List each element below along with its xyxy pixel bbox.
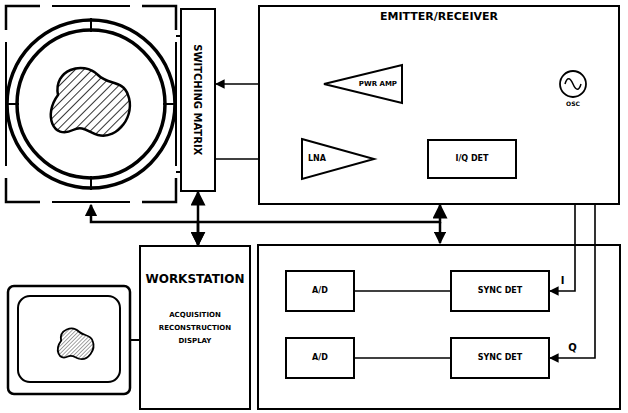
oscillator-symbol: OSC	[558, 69, 588, 111]
box-title: WORKSTATION	[145, 273, 244, 287]
detector-box: SYNC DET	[450, 270, 550, 312]
node-label: SYNC DET	[478, 286, 522, 295]
bus-branch	[439, 222, 442, 243]
node-label: A/D	[312, 353, 328, 362]
amplifier-triangle: PWR AMP	[324, 65, 402, 103]
signal-line	[355, 357, 450, 359]
signal-line	[355, 290, 450, 292]
box-title: SWITCHING MATRIX	[192, 44, 204, 155]
node-label: A/D	[312, 286, 328, 295]
control-bus	[198, 205, 440, 245]
workstation-box: WORKSTATION ACQUISITION RECONSTRUCTION DI…	[139, 245, 250, 410]
switch-box: SWITCHING MATRIX	[180, 8, 216, 192]
amplifier-triangle: LNA	[302, 139, 374, 179]
box-title: EMITTER/RECEIVER	[260, 11, 618, 24]
detector-box: I/Q DET	[427, 139, 517, 179]
node-label: LNA	[308, 154, 326, 163]
node-label: SYNC DET	[478, 353, 522, 362]
emitter-receiver-frame: EMITTER/RECEIVER PWR AMP OSC LNA I/Q DET	[258, 5, 620, 205]
node-label: PWR AMP	[359, 80, 397, 88]
signal-label: I	[560, 275, 566, 287]
converter-box: A/D	[285, 337, 355, 379]
signal-label: Q	[567, 342, 578, 354]
node-label: I/Q DET	[455, 154, 488, 163]
bus-branch	[91, 205, 198, 222]
converter-box: A/D	[285, 270, 355, 312]
function-list: ACQUISITION RECONSTRUCTION DISPLAY	[159, 309, 231, 349]
detector-box: SYNC DET	[450, 337, 550, 379]
oscillator-circle	[558, 69, 588, 99]
antenna-array	[5, 6, 180, 202]
monitor	[8, 286, 140, 394]
node-label: OSC	[554, 101, 592, 108]
detector-frame	[258, 245, 620, 409]
